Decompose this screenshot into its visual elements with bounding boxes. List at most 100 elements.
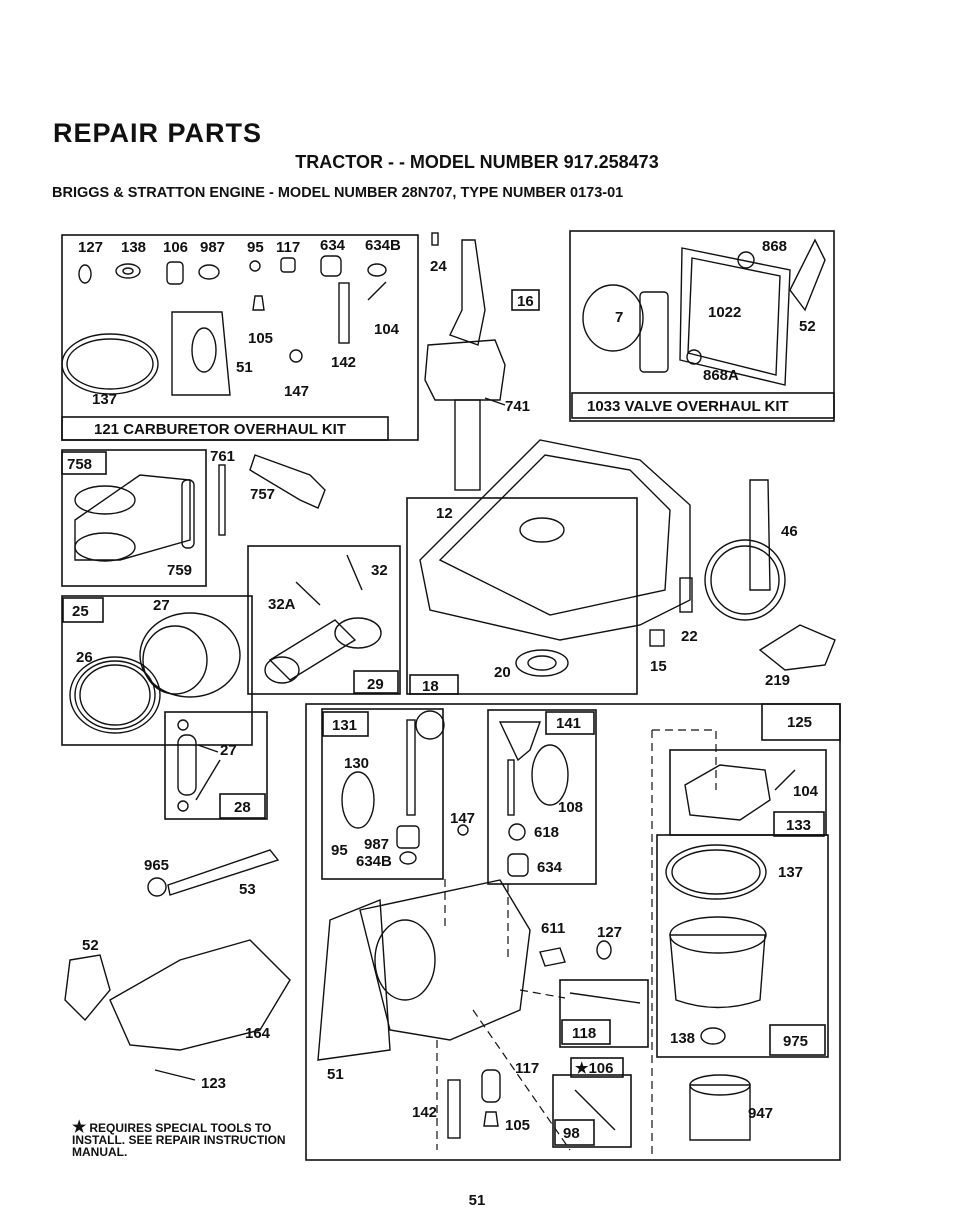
callout: 123 (201, 1075, 226, 1092)
carburetor-kit-label: 121 CARBURETOR OVERHAUL KIT (94, 421, 346, 438)
callout: 95 (247, 239, 264, 256)
spacer-634-part (320, 255, 342, 277)
callout: 117 (515, 1060, 539, 1077)
callout: 761 (210, 448, 235, 465)
spring-618-part (508, 823, 526, 841)
special-tools-note: ★REQUIRES SPECIAL TOOLS TO INSTALL. SEE … (72, 1119, 302, 1159)
crankshaft-part (449, 239, 486, 346)
sub-box-98 (552, 1074, 632, 1148)
seal-127-part (78, 264, 92, 284)
callout: 104 (374, 321, 400, 338)
callout: 29 (367, 676, 384, 693)
sub-box-141 (487, 709, 597, 885)
pin-box (164, 711, 268, 820)
callout: 12 (436, 505, 453, 522)
piston-part (139, 612, 241, 698)
callout: 868A (703, 367, 739, 384)
callout: 105 (248, 330, 273, 347)
callout: 975 (783, 1033, 808, 1050)
callout: 51 (327, 1066, 344, 1083)
tag-98 (554, 1119, 595, 1146)
callout: 106 (163, 239, 188, 256)
tag-18 (409, 674, 459, 695)
tag-28 (219, 793, 266, 819)
callout: 118 (572, 1025, 596, 1042)
stud-53-part (167, 849, 280, 896)
seal-20-part (515, 649, 569, 677)
valve-98-part (574, 1089, 616, 1131)
screw-147-part (289, 349, 303, 363)
seal-868-part (737, 251, 755, 269)
gasket-51-carb-part (317, 898, 391, 1061)
gasket-51-part (171, 311, 231, 396)
valve-105-carb-part (483, 1111, 499, 1127)
callout: 117 (276, 239, 300, 256)
callout: 98 (563, 1125, 580, 1142)
bracket-219-part (758, 624, 836, 671)
callout: 32A (268, 596, 296, 613)
callout: 759 (167, 562, 192, 579)
filter-housing-125-part (684, 764, 771, 821)
callout: 947 (748, 1105, 773, 1122)
callout: 611 (541, 920, 565, 937)
callout: 758 (67, 456, 92, 473)
cam-gear-part (704, 539, 786, 621)
callout: 137 (778, 864, 803, 881)
bolt-32-part (346, 554, 363, 591)
seat-987-part (396, 825, 420, 849)
oring-137-filter-part (665, 844, 767, 900)
throttle-shaft-130-part (406, 719, 416, 816)
conrod-box (247, 545, 401, 695)
seal-127-carb-part (596, 940, 612, 960)
callout: 7 (615, 309, 623, 326)
callout: 53 (239, 881, 256, 898)
screw-147-carb-part (457, 824, 469, 836)
washer-138-part (115, 263, 141, 279)
callout: 46 (781, 523, 798, 540)
page-number: 51 (468, 1192, 486, 1209)
rings-26-part (69, 656, 161, 734)
bolt-22-part (679, 577, 693, 613)
sub-box-975 (656, 834, 829, 1058)
callout: 965 (144, 857, 169, 874)
callout: 131 (332, 717, 357, 734)
callout: 618 (534, 824, 559, 841)
carburetor-body-part (359, 879, 531, 1041)
oring-137-part (61, 333, 159, 395)
tag-25 (62, 597, 104, 623)
governor-crank-part (74, 474, 191, 561)
callout: 164 (245, 1025, 271, 1042)
governor-box (61, 449, 207, 587)
plug-117-part (481, 1069, 501, 1103)
leader-98 (472, 1009, 571, 1151)
callout: 105 (505, 1117, 530, 1134)
tag-125 (761, 703, 841, 741)
tag-758 (61, 451, 107, 475)
callout: 32 (371, 562, 388, 579)
callout: 634 (320, 237, 346, 254)
callout: 634 (537, 859, 563, 876)
callout: 634B (365, 237, 401, 254)
tractor-model-heading: TRACTOR - - MODEL NUMBER 917.258473 (295, 152, 659, 172)
spacer-634-carb-part (507, 853, 529, 877)
key-24-part (431, 232, 439, 246)
carburetor-kit-label-box (61, 416, 389, 441)
gasket-7-part (582, 284, 644, 352)
callout: 52 (799, 318, 816, 335)
valve-105-part (252, 295, 265, 311)
plug-15-part (649, 629, 665, 647)
nozzle-142-part (338, 282, 350, 344)
piston-box (61, 595, 253, 746)
gasket-52-part (789, 238, 826, 312)
callout: 18 (422, 678, 439, 695)
callout: 1022 (708, 304, 741, 321)
callout: 142 (331, 354, 356, 371)
callout: 24 (430, 258, 447, 275)
pin-104-filter-part (774, 769, 796, 791)
star-icon: ★ (72, 1119, 87, 1136)
filter-bowl-part (669, 934, 766, 1009)
callout: 108 (558, 799, 583, 816)
callout: 95 (331, 842, 348, 859)
engine-model-heading: BRIGGS & STRATTON ENGINE - MODEL NUMBER … (52, 185, 624, 201)
